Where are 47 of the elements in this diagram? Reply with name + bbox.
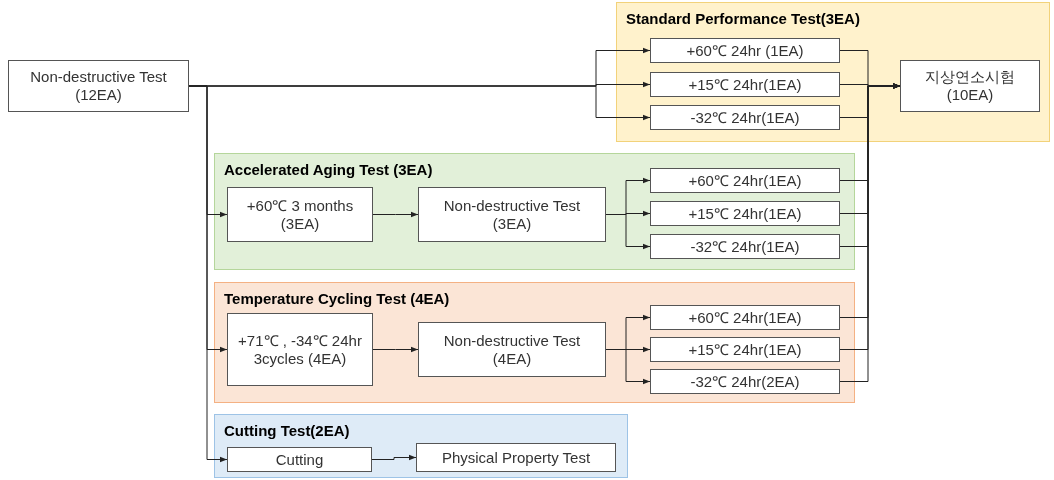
process-box xyxy=(650,369,840,394)
process-box xyxy=(8,60,189,112)
box-text: Non-destructive Test (3EA) xyxy=(442,196,582,233)
group-title: Standard Performance Test(3EA) xyxy=(626,9,860,29)
box-text: +60℃ 24hr(1EA) xyxy=(688,308,802,327)
process-box xyxy=(227,187,373,242)
box-text: +71℃ , -34℃ 24hr 3cycles (4EA) xyxy=(237,331,363,368)
group-title: Temperature Cycling Test (4EA) xyxy=(224,289,450,309)
process-box xyxy=(650,201,840,226)
process-box xyxy=(900,60,1040,112)
box-text: +60℃ 24hr (1EA) xyxy=(686,41,804,60)
group-panel xyxy=(214,153,855,270)
box-text: Non-destructive Test (12EA) xyxy=(29,68,168,104)
group-title: Accelerated Aging Test (3EA) xyxy=(224,160,433,180)
process-box xyxy=(650,168,840,193)
group-title: Cutting Test(2EA) xyxy=(224,421,350,441)
connector-arrow xyxy=(372,346,419,353)
group-panel xyxy=(214,282,855,403)
box-text: +15℃ 24hr(1EA) xyxy=(688,340,802,359)
box-text: 지상연소시험 (10EA) xyxy=(924,68,1016,104)
process-box xyxy=(650,234,840,259)
box-text: -32℃ 24hr(2EA) xyxy=(690,372,800,391)
box-text: Physical Property Test xyxy=(441,448,591,467)
process-box xyxy=(418,322,606,377)
connector-arrow xyxy=(371,454,417,461)
process-box xyxy=(650,305,840,330)
process-box xyxy=(227,447,372,472)
process-box xyxy=(416,443,616,472)
box-text: -32℃ 24hr(1EA) xyxy=(690,237,800,256)
group-panel xyxy=(616,2,1050,142)
group-panel xyxy=(214,414,628,478)
box-text: Cutting xyxy=(275,450,324,469)
box-text: +15℃ 24hr(1EA) xyxy=(688,75,802,94)
process-box xyxy=(650,38,840,63)
box-text: -32℃ 24hr(1EA) xyxy=(690,108,800,127)
process-box xyxy=(418,187,606,242)
box-text: +60℃ 24hr(1EA) xyxy=(688,171,802,190)
connector-arrow xyxy=(605,349,651,385)
process-box xyxy=(227,313,373,386)
connector-arrow xyxy=(372,211,419,218)
box-text: +60℃ 3 months (3EA) xyxy=(245,196,355,233)
process-box xyxy=(650,72,840,97)
connector-arrow xyxy=(605,214,651,250)
process-box xyxy=(650,105,840,130)
box-text: +15℃ 24hr(1EA) xyxy=(688,204,802,223)
box-text: Non-destructive Test (4EA) xyxy=(442,331,582,368)
process-box xyxy=(650,337,840,362)
